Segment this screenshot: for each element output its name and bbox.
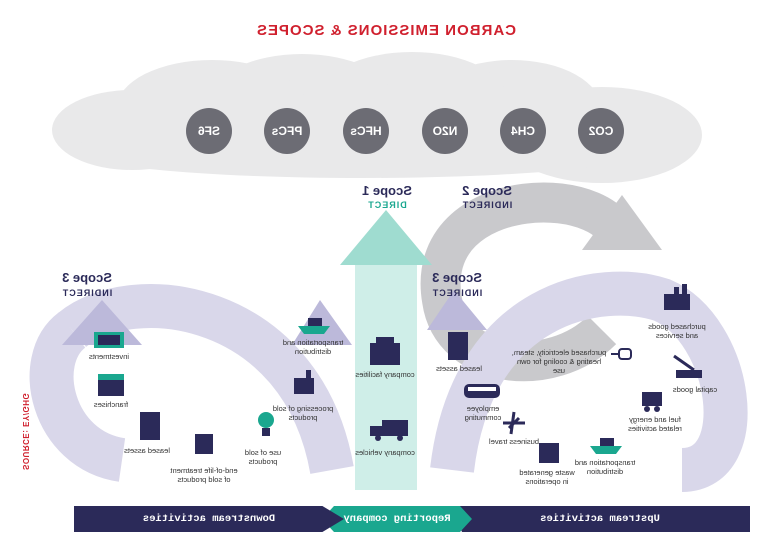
scope3-up-sub: INDIRECT bbox=[431, 288, 483, 298]
scope3-up-title: Scope 3 bbox=[432, 270, 482, 285]
label-leased-up: leased assets bbox=[436, 364, 482, 373]
label-franchises: franchises bbox=[93, 400, 129, 409]
scope1-sub: DIRECT bbox=[367, 200, 407, 210]
scope2-sub: INDIRECT bbox=[461, 200, 513, 210]
office-down-icon bbox=[140, 412, 160, 440]
label-waste: waste generated in operations bbox=[519, 468, 575, 486]
scope1-arrow bbox=[355, 260, 417, 490]
crane-icon bbox=[673, 354, 702, 378]
money-icon bbox=[94, 332, 124, 348]
label-leased-down: leased assets bbox=[124, 446, 170, 455]
company-building-icon bbox=[370, 337, 400, 365]
label-purchased-electricity: purchased electricity, steam, heating & … bbox=[511, 348, 607, 375]
gas-n2o: N2O bbox=[422, 108, 468, 154]
scope3-down-sub: INDIRECT bbox=[61, 288, 113, 298]
gas-hfcs: HFCs bbox=[343, 108, 389, 154]
label-transport-down: transportation and distribution bbox=[282, 338, 344, 356]
gas-pfcs: PFCs bbox=[264, 108, 310, 154]
plant-icon bbox=[294, 370, 314, 394]
scope3-down-title: Scope 3 bbox=[62, 270, 112, 285]
shop-icon bbox=[98, 374, 124, 396]
label-commuting: employee commuting bbox=[464, 404, 502, 422]
label-fuel-energy: fuel and energy related activities bbox=[628, 415, 682, 433]
scope1-title: Scope 1 bbox=[362, 183, 412, 198]
lightbulb-icon bbox=[258, 412, 274, 436]
truck-icon bbox=[370, 420, 408, 441]
label-facilities: company facilities bbox=[355, 370, 415, 379]
waste-bin-icon bbox=[539, 443, 559, 463]
bar-reporting: Reporting company bbox=[322, 506, 472, 532]
label-travel: business travel bbox=[488, 437, 540, 446]
recycle-bin-icon bbox=[195, 434, 213, 454]
label-transport-up: transportation and distribution bbox=[574, 458, 636, 476]
label-purchased-goods: purchased goods and services bbox=[648, 322, 706, 340]
ship-down-icon bbox=[298, 318, 330, 334]
train-icon bbox=[464, 384, 500, 398]
plug-icon bbox=[611, 348, 632, 360]
plane-icon bbox=[503, 411, 525, 435]
page-title: CARBON EMISSIONS & SCOPES bbox=[255, 22, 517, 39]
gas-co2: CO2 bbox=[578, 108, 624, 154]
scope2-title: Scope 2 bbox=[462, 183, 512, 198]
label-vehicles: company vehicles bbox=[355, 448, 415, 457]
label-investments: investments bbox=[88, 352, 130, 361]
bar-downstream: Downstream activities bbox=[74, 506, 344, 532]
label-capital-goods: capital goods bbox=[672, 385, 718, 394]
fuel-cart-icon bbox=[642, 392, 662, 412]
gas-ch4: CH4 bbox=[500, 108, 546, 154]
scope3-upstream-arrow bbox=[430, 271, 748, 492]
office-icon bbox=[448, 332, 468, 360]
source-note: SOURCE: EY/GHG bbox=[21, 392, 30, 470]
label-use: use of sold products bbox=[244, 448, 282, 466]
scope2-arrow bbox=[420, 182, 642, 382]
ship-icon bbox=[590, 438, 622, 454]
gas-sf6: SF6 bbox=[186, 108, 232, 154]
label-end-of-life: end-of-life treatment of sold products bbox=[170, 466, 238, 484]
factory-icon bbox=[664, 284, 690, 310]
label-processing: processing of sold products bbox=[272, 404, 334, 422]
bar-upstream: Upstream activities bbox=[450, 506, 750, 532]
